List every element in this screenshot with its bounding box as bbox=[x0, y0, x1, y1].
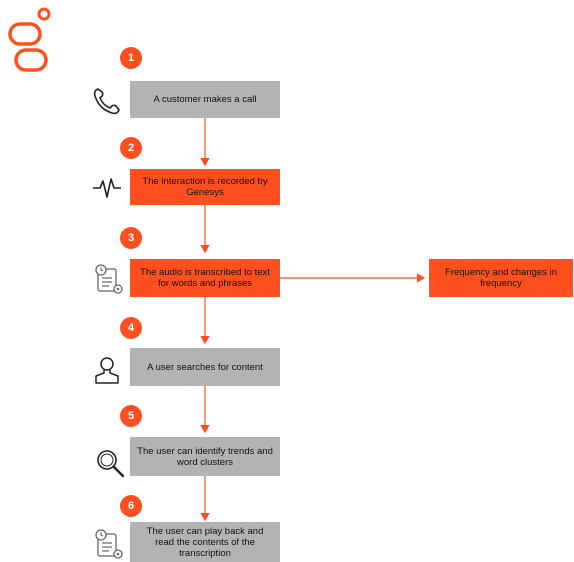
document-clock-gear-icon bbox=[95, 529, 123, 559]
step-1-badge: 1 bbox=[120, 47, 142, 69]
step-5-box: The user can identify trends and word cl… bbox=[130, 437, 280, 476]
step-3-badge: 3 bbox=[120, 227, 142, 249]
step-5-badge: 5 bbox=[120, 405, 142, 427]
document-clock-gear-icon bbox=[95, 264, 123, 294]
step-6-box: The user can play back and read the cont… bbox=[130, 522, 280, 562]
step-3-box: The audio is transcribed to text for wor… bbox=[130, 259, 280, 297]
step-3-text: The audio is transcribed to text for wor… bbox=[140, 267, 270, 289]
step-4-text: A user searches for content bbox=[147, 361, 263, 373]
frequency-box: Frequency and changes in frequency bbox=[429, 259, 573, 297]
user-icon bbox=[95, 357, 119, 384]
step-1-text: A customer makes a call bbox=[153, 94, 257, 105]
step-6-text: The user can play back and read the cont… bbox=[146, 525, 264, 559]
frequency-text: Frequency and changes in frequency bbox=[445, 267, 557, 289]
step-2-box: The interaction is recorded by Genesys bbox=[130, 169, 280, 205]
step-5-text: The user can identify trends and word cl… bbox=[137, 445, 273, 468]
phone-icon bbox=[93, 88, 120, 115]
magnifier-icon bbox=[97, 450, 125, 478]
genesys-logo bbox=[8, 7, 51, 72]
step-1-box: A customer makes a call bbox=[130, 81, 280, 118]
step-4-badge: 4 bbox=[120, 317, 142, 339]
step-6-badge: 6 bbox=[120, 495, 142, 517]
waveform-icon bbox=[93, 178, 121, 198]
step-4-box: A user searches for content bbox=[130, 348, 280, 386]
step-2-badge: 2 bbox=[120, 137, 142, 159]
step-2-text: The interaction is recorded by Genesys bbox=[142, 176, 268, 198]
